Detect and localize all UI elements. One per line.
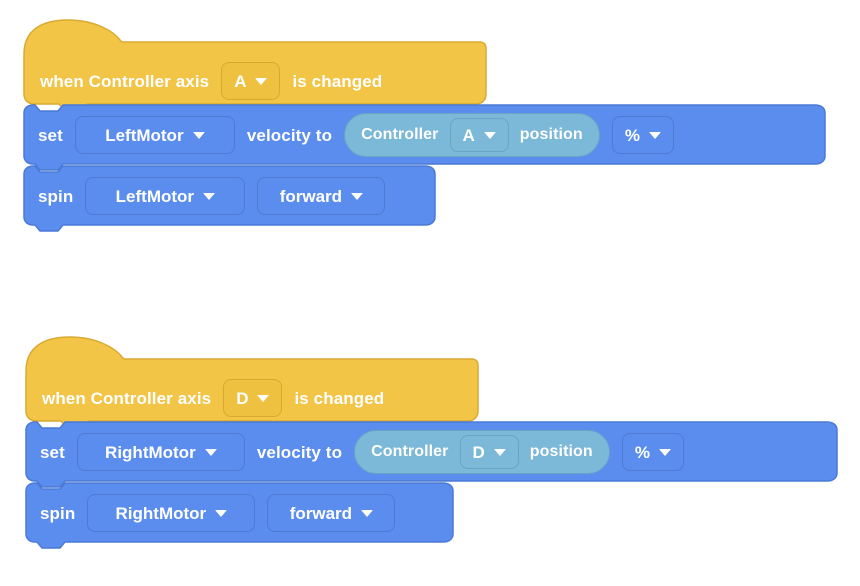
chevron-down-icon — [351, 193, 364, 200]
velocity-unit-dropdown[interactable]: % — [611, 116, 674, 154]
motor-dropdown[interactable]: LeftMotor — [74, 116, 235, 154]
set-motor-velocity-block[interactable]: set LeftMotor velocity to Controller A p… — [23, 104, 826, 171]
hat-content-row: when Controller axis A is changed — [24, 56, 486, 106]
motor-dropdown-value: RightMotor — [105, 442, 196, 462]
spin-label: spin — [38, 186, 74, 206]
chevron-down-icon — [648, 132, 661, 139]
controller-axis-position-reporter[interactable]: Controller A position — [344, 113, 600, 157]
reporter-label-after: position — [529, 443, 593, 460]
chevron-down-icon — [204, 449, 217, 456]
axis-dropdown[interactable]: A — [221, 62, 281, 100]
reporter-label-after: position — [519, 126, 583, 143]
hat-label-before: when Controller axis — [42, 388, 212, 408]
reporter-axis-dropdown[interactable]: D — [459, 435, 519, 469]
set-label: set — [38, 125, 63, 145]
when-controller-axis-changed-hat[interactable]: when Controller axis D is changed — [25, 335, 479, 428]
velocity-unit-value: % — [624, 125, 640, 145]
spin-block-content-row: spin RightMotor forward — [26, 482, 454, 544]
velocity-unit-dropdown[interactable]: % — [621, 433, 684, 471]
controller-axis-position-reporter[interactable]: Controller D position — [354, 430, 610, 474]
hat-label-after: is changed — [294, 388, 385, 408]
velocity-to-label: velocity to — [256, 442, 343, 462]
reporter-axis-dropdown[interactable]: A — [449, 118, 509, 152]
spin-block-content-row: spin LeftMotor forward — [24, 165, 436, 227]
hat-content-row: when Controller axis D is changed — [26, 373, 478, 423]
set-block-content-row: set RightMotor velocity to Controller D … — [26, 421, 838, 483]
reporter-label-before: Controller — [361, 126, 439, 143]
chevron-down-icon — [257, 395, 270, 402]
chevron-down-icon — [255, 78, 268, 85]
chevron-down-icon — [361, 510, 374, 517]
axis-dropdown[interactable]: D — [223, 379, 283, 417]
chevron-down-icon — [658, 449, 671, 456]
spin-motor-block[interactable]: spin RightMotor forward — [25, 482, 454, 549]
axis-dropdown-value: A — [234, 71, 247, 91]
script-controller-axis-a: when Controller axis A is changed set Le… — [23, 18, 826, 232]
chevron-down-icon — [483, 132, 496, 139]
motor-dropdown[interactable]: LeftMotor — [85, 177, 246, 215]
velocity-to-label: velocity to — [246, 125, 333, 145]
reporter-axis-value: A — [462, 125, 475, 145]
script-controller-axis-d: when Controller axis D is changed set Ri… — [25, 335, 838, 549]
set-block-content-row: set LeftMotor velocity to Controller A p… — [24, 104, 826, 166]
reporter-axis-value: D — [472, 442, 485, 462]
chevron-down-icon — [192, 132, 205, 139]
direction-dropdown-value: forward — [289, 503, 353, 523]
axis-dropdown-value: D — [236, 388, 249, 408]
hat-label-before: when Controller axis — [40, 71, 210, 91]
direction-dropdown[interactable]: forward — [257, 177, 386, 215]
chevron-down-icon — [203, 193, 216, 200]
spin-motor-block[interactable]: spin LeftMotor forward — [23, 165, 436, 232]
direction-dropdown[interactable]: forward — [267, 494, 396, 532]
spin-label: spin — [40, 503, 76, 523]
motor-dropdown[interactable]: RightMotor — [76, 433, 245, 471]
reporter-label-before: Controller — [371, 443, 449, 460]
chevron-down-icon — [493, 449, 506, 456]
chevron-down-icon — [215, 510, 228, 517]
direction-dropdown-value: forward — [279, 186, 343, 206]
motor-dropdown-value: LeftMotor — [105, 125, 184, 145]
when-controller-axis-changed-hat[interactable]: when Controller axis A is changed — [23, 18, 487, 111]
hat-label-after: is changed — [292, 71, 383, 91]
motor-dropdown[interactable]: RightMotor — [87, 494, 256, 532]
velocity-unit-value: % — [634, 442, 650, 462]
motor-dropdown-value: LeftMotor — [115, 186, 195, 206]
set-motor-velocity-block[interactable]: set RightMotor velocity to Controller D … — [25, 421, 838, 488]
set-label: set — [40, 442, 65, 462]
motor-dropdown-value: RightMotor — [115, 503, 207, 523]
